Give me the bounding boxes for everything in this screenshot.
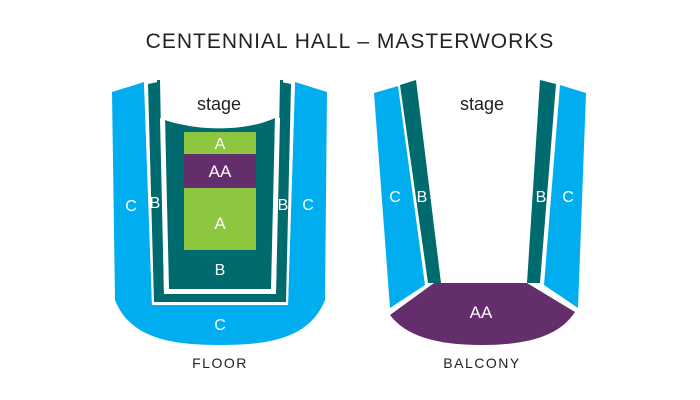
floor-stage-area: [163, 80, 277, 129]
floor-label-c-right: C: [302, 197, 314, 214]
floor-label-aa: AA: [209, 162, 232, 181]
balcony-section-c-left[interactable]: [374, 86, 425, 308]
floor-plan: stage A AA A B C C B B C FLOOR: [112, 80, 327, 371]
floor-stage-label: stage: [197, 94, 241, 114]
balcony-label-aa: AA: [470, 303, 493, 322]
floor-label-a-bottom: A: [214, 214, 226, 233]
floor-label-b-bottom: B: [215, 262, 226, 279]
floor-label-b-left: B: [150, 195, 161, 212]
balcony-label-b-right: B: [536, 189, 547, 206]
floor-label-a-top: A: [215, 136, 226, 153]
floor-section-a-top[interactable]: [184, 132, 256, 154]
floor-label-b-right: B: [278, 197, 289, 214]
balcony-section-b-left[interactable]: [400, 80, 441, 283]
balcony-section-b-right[interactable]: [527, 80, 556, 283]
balcony-plan: stage C B B C AA BALCONY: [374, 80, 586, 371]
floor-section-b-main[interactable]: [148, 82, 291, 302]
chart-title: CENTENNIAL HALL – MASTERWORKS: [146, 30, 555, 53]
floor-section-c[interactable]: [112, 82, 327, 345]
floor-caption: FLOOR: [192, 355, 248, 371]
floor-section-aa[interactable]: [184, 154, 256, 188]
balcony-section-aa[interactable]: [390, 283, 575, 345]
balcony-label-c-left: C: [389, 189, 401, 206]
balcony-label-c-right: C: [562, 189, 574, 206]
floor-section-a-bottom[interactable]: [184, 188, 256, 250]
balcony-section-c-right[interactable]: [544, 85, 586, 308]
floor-label-c-left: C: [125, 198, 137, 215]
balcony-label-b-left: B: [417, 189, 428, 206]
balcony-caption: BALCONY: [443, 355, 520, 371]
floor-label-c-bottom: C: [214, 317, 226, 334]
balcony-stage-label: stage: [460, 94, 504, 114]
